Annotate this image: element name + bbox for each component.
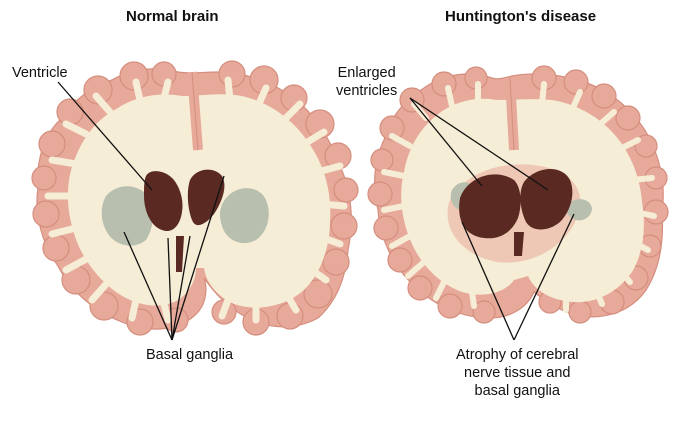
normal-ventricles xyxy=(144,169,225,272)
huntington-brain xyxy=(367,65,669,324)
enlarged-ventricles-label: Enlarged ventricles xyxy=(336,64,397,100)
leader-line-basal-3 xyxy=(171,235,191,341)
huntington-ventricles xyxy=(459,168,573,256)
normal-brain-title: Normal brain xyxy=(126,8,219,25)
atrophy-line-2: nerve tissue and xyxy=(464,365,571,381)
leader-line-atrophy-1 xyxy=(461,221,515,341)
leader-line-basal-1 xyxy=(123,231,173,341)
leader-line-ventricle xyxy=(57,81,153,191)
leader-line-basal-2 xyxy=(167,237,173,341)
leader-lines xyxy=(57,81,575,341)
atrophy-line-1: Atrophy of cerebral xyxy=(456,347,579,363)
basal-ganglia-label: Basal ganglia xyxy=(146,347,234,363)
leader-line-enlarged-2 xyxy=(409,97,549,191)
huntington-title: Huntington's disease xyxy=(445,8,597,25)
leader-line-basal-4 xyxy=(171,175,225,341)
normal-brain xyxy=(31,60,359,336)
atrophy-label: Atrophy of cerebral nerve tissue and bas… xyxy=(456,346,579,400)
atrophy-line-3: basal ganglia xyxy=(474,383,560,399)
ventricle-label: Ventricle xyxy=(12,65,68,81)
normal-basal-ganglia-left xyxy=(101,186,154,246)
enlarged-ventricles-line-1: Enlarged xyxy=(337,65,396,81)
leader-line-atrophy-2 xyxy=(513,213,575,341)
normal-basal-ganglia-right xyxy=(220,188,269,244)
enlarged-ventricles-line-2: ventricles xyxy=(336,83,398,99)
leader-line-enlarged-1 xyxy=(409,97,483,187)
